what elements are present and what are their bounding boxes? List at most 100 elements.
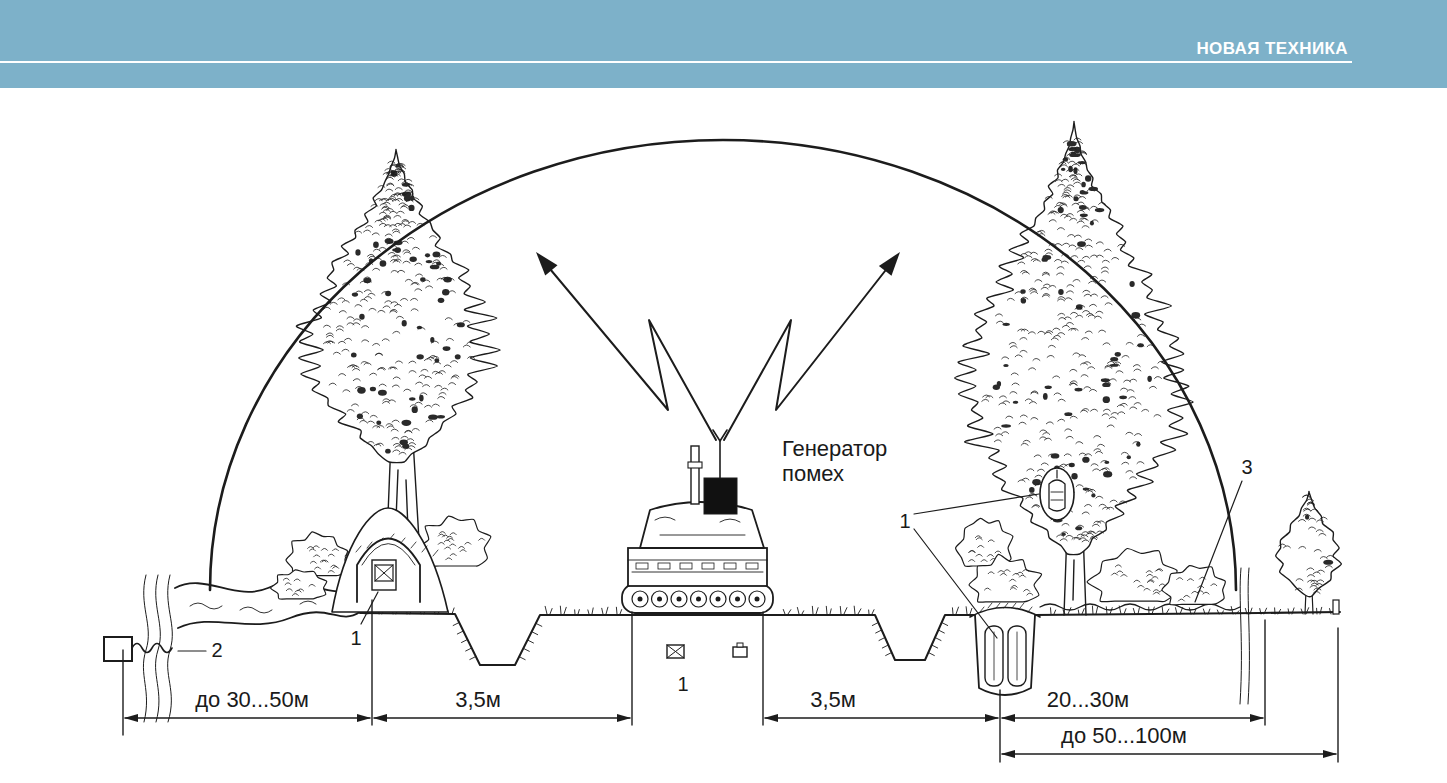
- foliage-stroke: [1155, 376, 1162, 378]
- foliage-stroke: [1060, 165, 1067, 167]
- foliage-stroke: [328, 554, 334, 556]
- foliage-shade: [1043, 255, 1048, 258]
- foliage-stroke: [415, 402, 422, 404]
- dimension-line: [765, 717, 998, 718]
- foliage-stroke: [1079, 538, 1086, 540]
- foliage-stroke: [398, 270, 405, 272]
- header-band: [0, 0, 1447, 88]
- foliage-stroke: [1041, 287, 1048, 289]
- ditch-hatch: [528, 640, 534, 643]
- bush-outline: [271, 570, 327, 599]
- foliage-stroke: [1077, 221, 1084, 223]
- foliage-stroke: [1076, 485, 1083, 487]
- foliage-stroke: [1069, 148, 1076, 150]
- foliage-stroke: [386, 189, 393, 191]
- foliage-shade: [1071, 473, 1077, 480]
- foliage-stroke: [1091, 294, 1098, 296]
- foliage-stroke: [342, 349, 349, 351]
- foliage-shade: [1081, 182, 1086, 188]
- foliage-stroke: [1085, 504, 1092, 506]
- foliage-stroke: [1083, 290, 1090, 292]
- foliage-stroke: [1184, 595, 1190, 597]
- foliage-stroke: [1135, 433, 1142, 435]
- foliage-stroke: [390, 225, 397, 227]
- foliage-stroke: [969, 559, 975, 561]
- foliage-stroke: [295, 590, 301, 592]
- foliage-stroke: [463, 320, 470, 322]
- foliage-stroke: [448, 538, 454, 540]
- foliage-stroke: [1109, 379, 1116, 381]
- tank-hull: [628, 548, 767, 586]
- mound-hatch: [433, 550, 438, 556]
- foliage-shade: [455, 354, 461, 359]
- foliage-stroke: [1096, 496, 1103, 498]
- hull-box: [680, 563, 692, 569]
- leader-line: [914, 494, 1039, 514]
- road-wheel: [652, 591, 668, 607]
- foliage-shade: [1078, 161, 1086, 164]
- foliage-stroke: [450, 533, 456, 535]
- foliage-stroke: [1083, 310, 1090, 312]
- foliage-shade: [1115, 352, 1121, 357]
- foliage-stroke: [384, 216, 391, 218]
- foliage-stroke: [1105, 303, 1112, 305]
- cover-hatch: [988, 603, 992, 608]
- foliage-stroke: [1074, 138, 1081, 140]
- foliage-shade: [1051, 453, 1060, 458]
- foliage-stroke: [1057, 535, 1064, 537]
- foliage-stroke: [1085, 331, 1092, 333]
- grass-tuft: [1288, 608, 1294, 614]
- foliage-stroke: [378, 185, 385, 187]
- foliage-stroke: [1089, 304, 1096, 306]
- foliage-shade: [401, 420, 411, 426]
- foliage-stroke: [459, 546, 465, 548]
- foliage-stroke: [1115, 565, 1121, 567]
- foliage-stroke: [1320, 517, 1327, 519]
- grass-tuft: [560, 606, 566, 614]
- foliage-stroke: [367, 421, 374, 423]
- foliage-stroke: [1085, 245, 1092, 247]
- foliage-stroke: [339, 373, 346, 375]
- foliage-stroke: [451, 360, 458, 362]
- foliage-stroke: [1133, 364, 1140, 366]
- foliage-stroke: [420, 393, 427, 395]
- foliage-stroke: [406, 200, 413, 202]
- ditch-hatch: [876, 630, 882, 633]
- dimension-arrow: [617, 714, 631, 722]
- foliage-stroke: [379, 247, 386, 249]
- foliage-stroke: [1154, 414, 1161, 416]
- foliage-stroke: [356, 291, 363, 293]
- foliage-shade: [1101, 378, 1110, 382]
- foliage-stroke: [1317, 520, 1324, 522]
- foliage-stroke: [467, 342, 474, 344]
- foliage-stroke: [1296, 579, 1303, 581]
- foliage-stroke: [407, 439, 414, 441]
- foliage-shade: [416, 354, 423, 359]
- arrow-head: [879, 252, 900, 276]
- foliage-stroke: [423, 385, 430, 387]
- foliage-stroke: [375, 353, 382, 355]
- foliage-stroke: [383, 399, 390, 401]
- post-line: [1240, 568, 1241, 704]
- foliage-shade: [1043, 255, 1052, 260]
- foliage-stroke: [1134, 402, 1141, 404]
- foliage-stroke: [1317, 580, 1324, 582]
- foliage-stroke: [383, 209, 390, 211]
- foliage-stroke: [329, 383, 336, 385]
- grass-tuft: [1317, 607, 1322, 614]
- foliage-stroke: [1058, 419, 1065, 421]
- foliage-stroke: [1024, 589, 1030, 591]
- foliage-stroke: [1082, 337, 1089, 339]
- cover-hatch: [1012, 603, 1016, 608]
- dimension-arrow: [373, 714, 387, 722]
- foliage-stroke: [1313, 572, 1320, 574]
- foliage-stroke: [1049, 220, 1056, 222]
- foliage-stroke: [1031, 258, 1038, 260]
- foliage-stroke: [1048, 345, 1055, 347]
- foliage-stroke: [1072, 203, 1079, 205]
- foliage-stroke: [409, 370, 416, 372]
- foliage-stroke: [1054, 393, 1061, 395]
- foliage-stroke: [1021, 253, 1028, 255]
- foliage-stroke: [402, 205, 409, 207]
- foliage-stroke: [1298, 519, 1305, 521]
